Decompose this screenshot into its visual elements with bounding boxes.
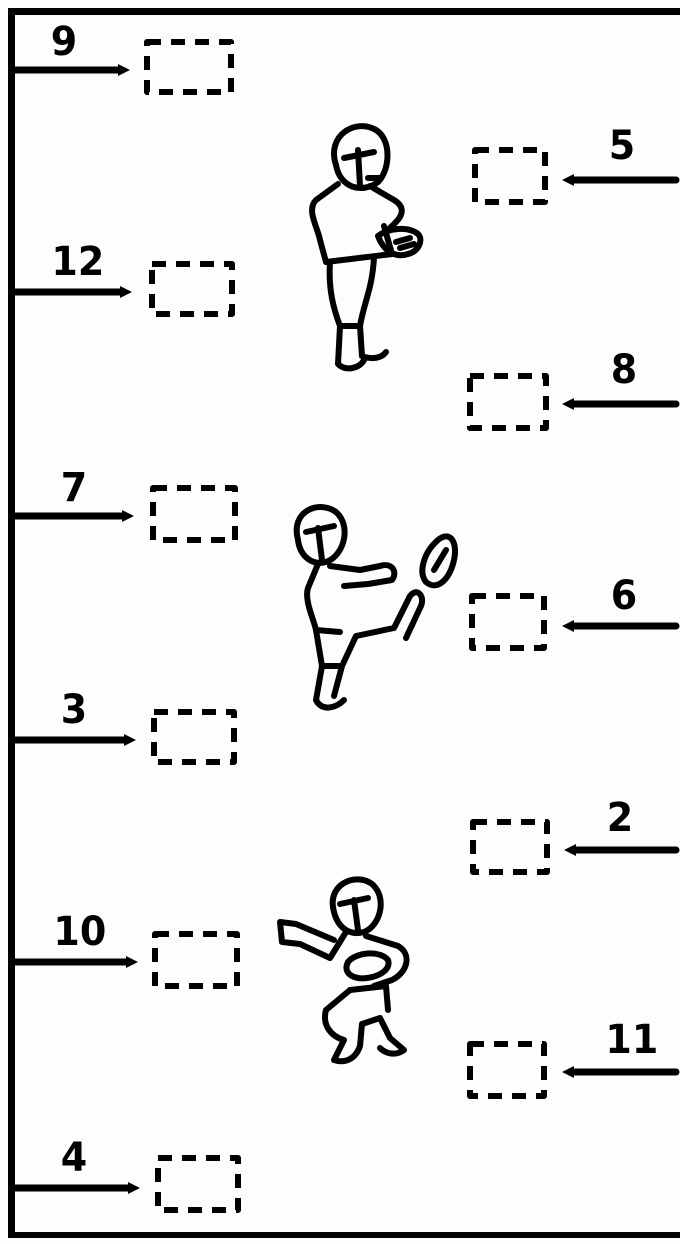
left-arrow-4 [124,734,136,746]
left-arrow-2 [120,286,132,298]
answer-box-left-5 [155,934,237,986]
player-holding-ball-illustration [312,126,420,368]
right-pointer-lines [570,180,676,1072]
answer-box-right-5 [470,1044,544,1096]
right-arrow-5 [562,1066,574,1078]
answer-box-right-3 [472,596,544,648]
answer-box-right-1 [475,150,545,202]
answer-box-right-2 [470,376,546,428]
answer-box-right-4 [473,822,547,872]
left-arrow-6 [128,1182,140,1194]
left-arrow-5 [126,956,138,968]
left-arrow-1 [118,64,130,76]
right-arrow-3 [562,620,574,632]
player-kicking-ball-illustration [297,507,455,708]
answer-box-left-6 [158,1158,238,1210]
left-pointer-lines [14,70,130,1188]
answer-box-left-2 [152,264,232,314]
right-arrow-1 [562,174,574,186]
right-arrowheads [562,174,576,1078]
answer-box-left-1 [147,42,231,92]
right-arrow-2 [562,398,574,410]
answer-box-left-4 [154,712,234,762]
left-arrowheads [118,64,140,1194]
right-arrow-4 [564,844,576,856]
answer-boxes [147,42,547,1210]
player-crouching-ball-illustration [280,879,407,1061]
left-arrow-3 [122,510,134,522]
answer-box-left-3 [153,488,235,540]
